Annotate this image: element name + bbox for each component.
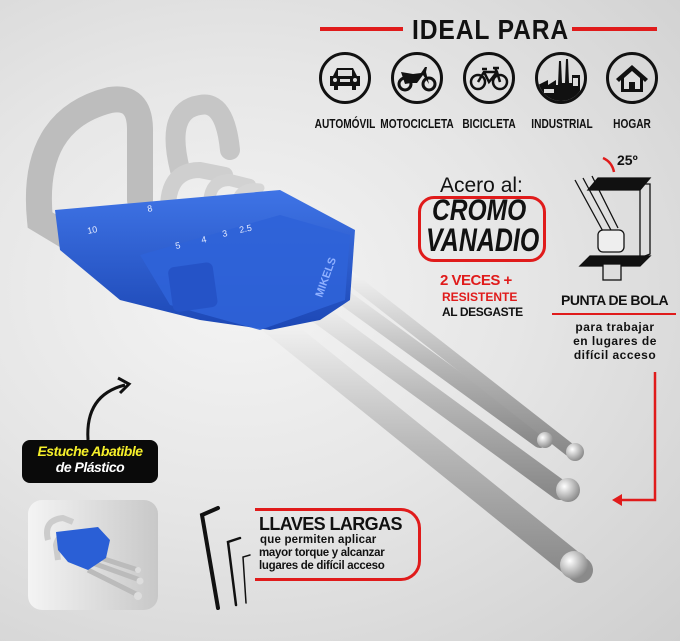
size-label-8: 8 xyxy=(146,203,153,214)
long-keys-icon xyxy=(199,506,251,610)
label-hogar: HOGAR xyxy=(613,116,651,131)
size-label-4: 4 xyxy=(200,234,207,245)
long-keys-line-1: que permiten aplicar xyxy=(260,534,377,546)
long-keys-line-3: lugares de difícil acceso xyxy=(259,560,385,572)
claim-desgaste: AL DESGASTE xyxy=(442,305,523,319)
label-motocicleta: MOTOCICLETA xyxy=(380,116,454,131)
ideal-para-title: IDEAL PARA xyxy=(412,14,570,45)
case-thumbnail xyxy=(28,500,158,610)
label-industrial: INDUSTRIAL xyxy=(531,116,593,131)
car-icon xyxy=(319,52,371,104)
case-callout-arrow xyxy=(86,383,126,441)
size-label-10: 10 xyxy=(86,224,98,236)
hex-key-long-arms xyxy=(25,86,593,583)
factory-icon xyxy=(535,52,587,104)
label-automovil: AUTOMÓVIL xyxy=(314,116,376,131)
claim-2-veces: 2 VECES + xyxy=(440,272,512,289)
long-keys-line-2: mayor torque y alcanzar xyxy=(259,547,385,559)
ball-tip-desc-2: en lugares de xyxy=(573,334,657,348)
header-line-right xyxy=(572,27,657,31)
case-label-line-1: Estuche Abatible xyxy=(37,443,143,459)
house-icon xyxy=(606,52,658,104)
ball-tip-desc-3: difícil acceso xyxy=(573,348,657,362)
ball-tip-desc-1: para trabajar xyxy=(575,320,655,334)
material-vanadio: VANADIO xyxy=(426,222,540,258)
claim-resistente: RESISTENTE xyxy=(442,290,518,304)
material-box xyxy=(418,196,546,262)
ball-tip-underline xyxy=(552,313,676,315)
bicycle-icon xyxy=(463,52,515,104)
size-label-2-5: 2.5 xyxy=(238,223,252,235)
plastic-case xyxy=(55,190,355,330)
material-intro: Acero al: xyxy=(440,174,523,197)
header-line-left xyxy=(320,27,403,31)
ball-tip-arrow xyxy=(618,372,657,502)
size-label-3: 3 xyxy=(221,228,228,239)
ball-tip-angle: 25º xyxy=(617,152,638,168)
size-label-5: 5 xyxy=(174,240,181,251)
long-keys-box xyxy=(255,508,421,581)
motorcycle-icon xyxy=(391,52,443,104)
case-label-line-2: de Plástico xyxy=(55,459,125,475)
material-cromo: CROMO xyxy=(432,194,527,227)
ball-tip-diagram-icon xyxy=(574,156,652,281)
case-label-box: Estuche Abatible de Plástico xyxy=(22,440,158,483)
ball-tip-title: PUNTA DE BOLA xyxy=(561,292,669,308)
long-keys-title: LLAVES LARGAS xyxy=(259,514,402,534)
label-bicicleta: BICICLETA xyxy=(462,116,516,131)
